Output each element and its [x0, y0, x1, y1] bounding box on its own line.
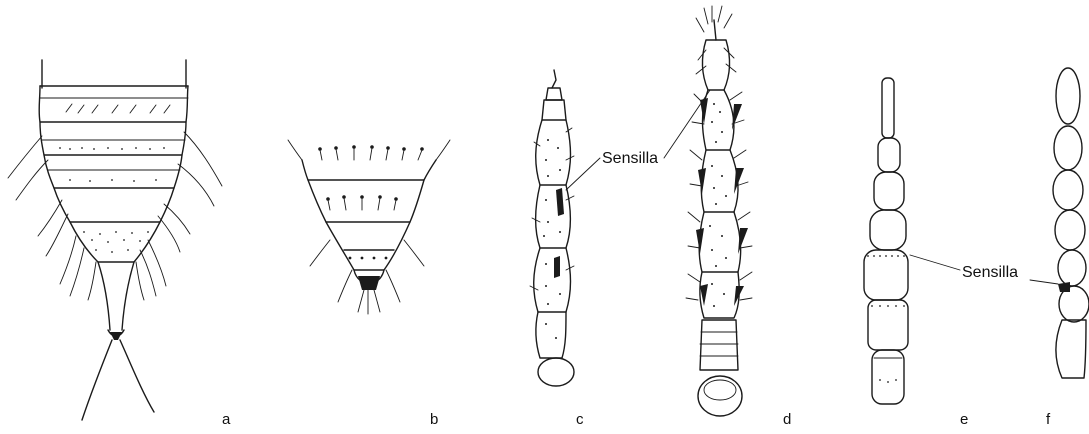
panel-c-drawing [530, 70, 574, 386]
panel-a-drawing [8, 60, 222, 420]
panel-label-f: f [1046, 411, 1051, 428]
panel-label-a: a [222, 411, 231, 428]
panel-b-drawing [288, 140, 450, 314]
panel-label-b: b [430, 411, 438, 428]
panel-label-d: d [783, 411, 791, 428]
panel-label-c: c [576, 411, 584, 428]
sensilla-label-c-d: Sensilla [602, 150, 658, 167]
panel-f-drawing [1053, 68, 1089, 378]
panel-label-e: e [960, 411, 968, 428]
panel-e-drawing [864, 78, 908, 404]
sensilla-leader-lines [566, 90, 1058, 284]
panel-d-drawing [686, 6, 752, 416]
sensilla-label-e-f: Sensilla [962, 264, 1018, 281]
